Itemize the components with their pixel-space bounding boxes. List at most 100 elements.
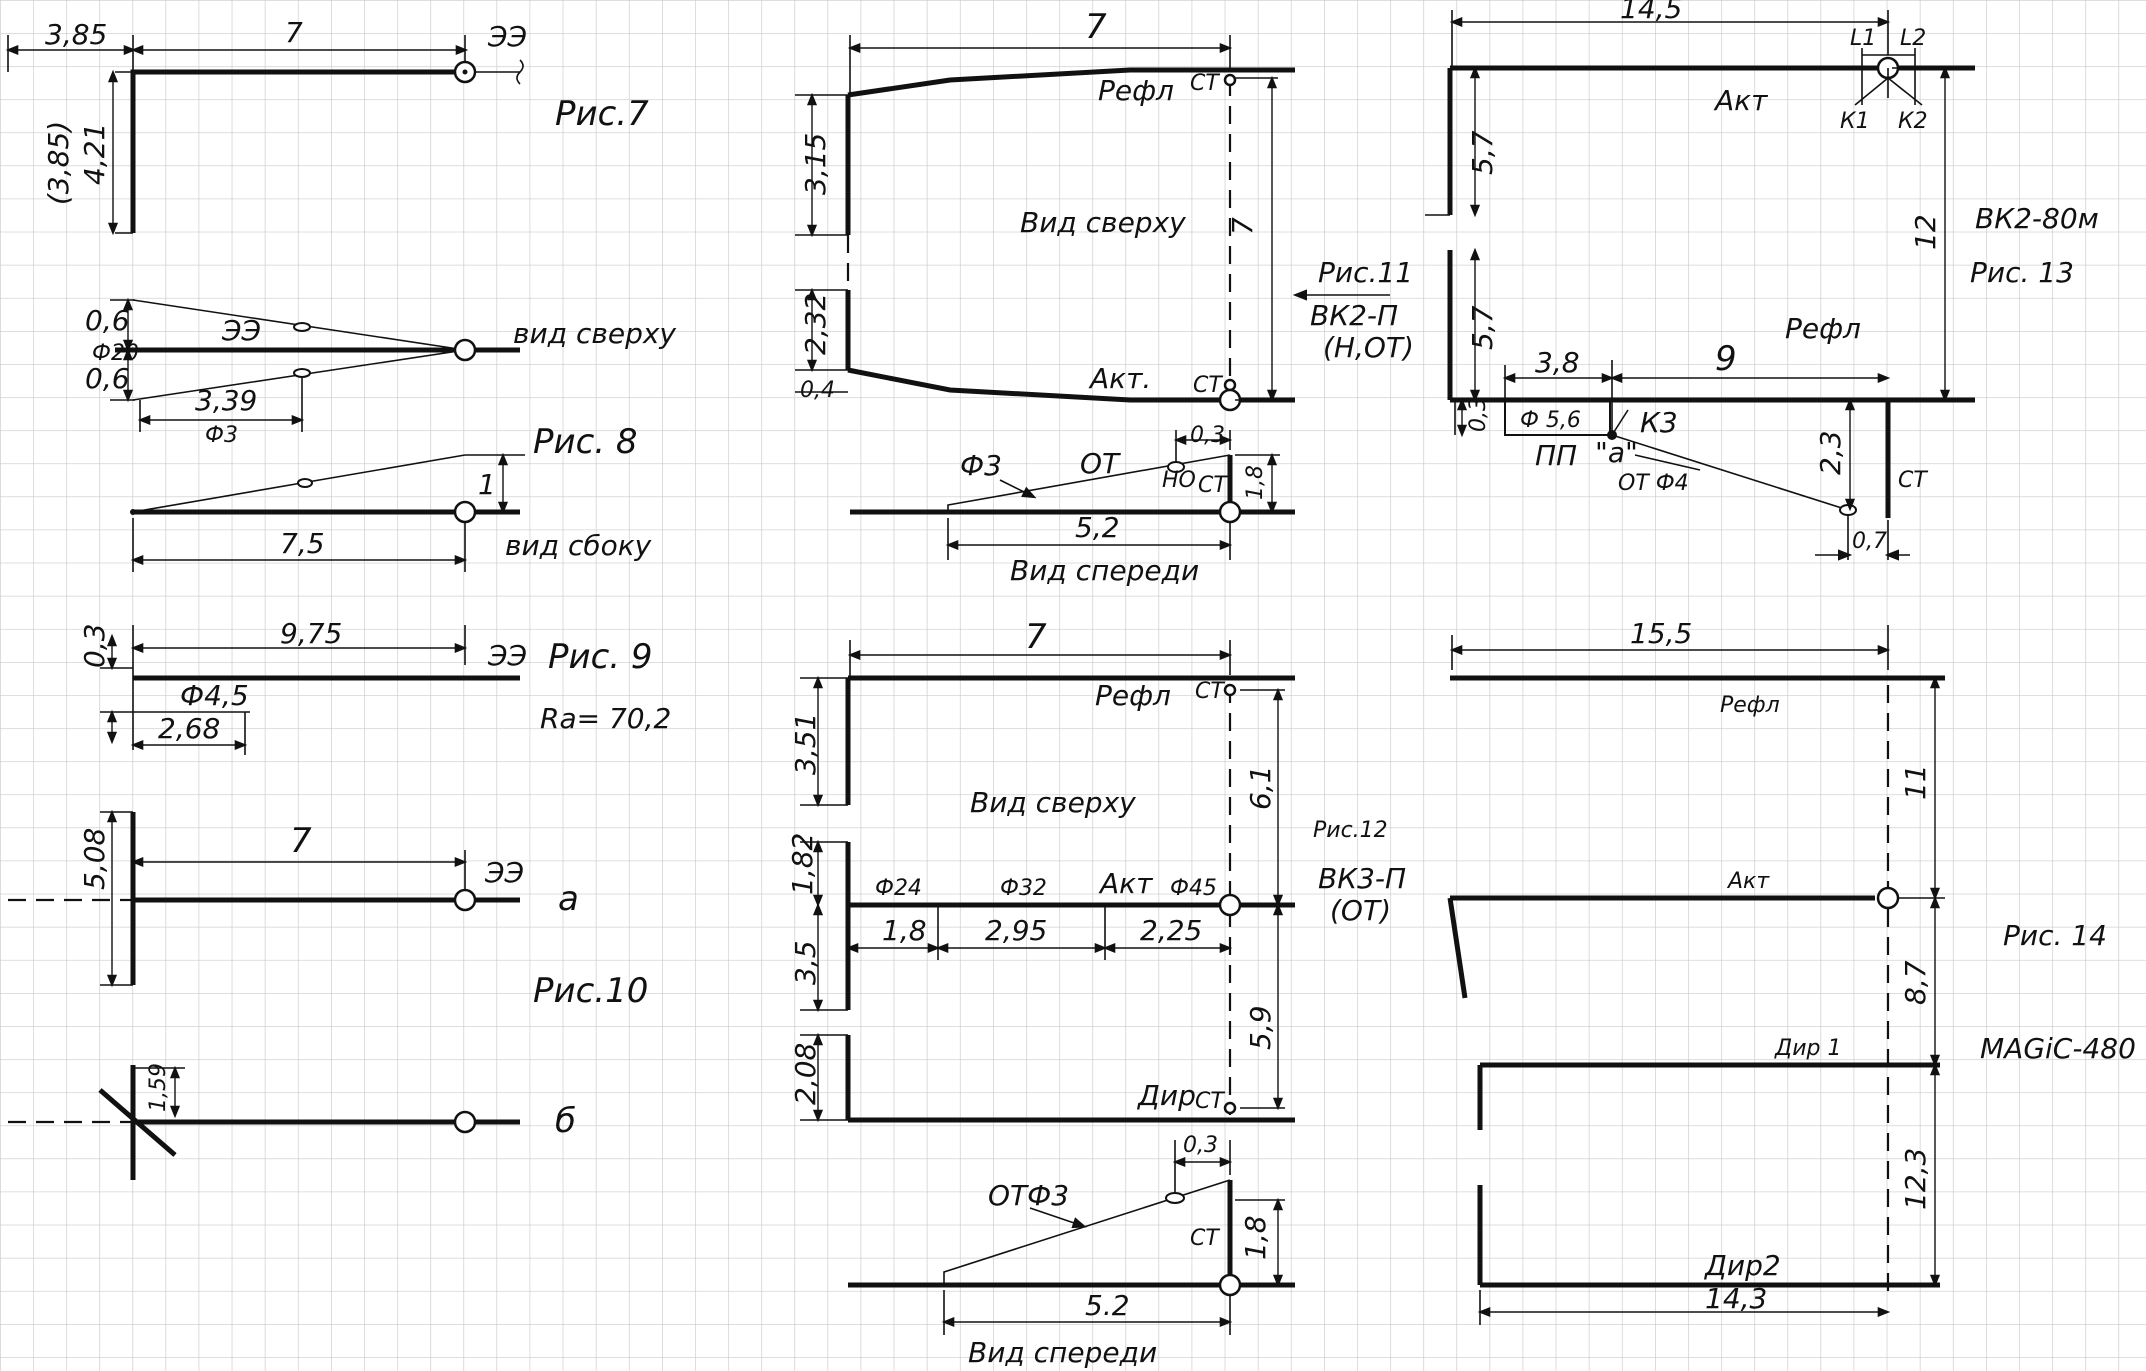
fig12-act: Акт: [1098, 867, 1153, 900]
fig7-dim-top: 7: [285, 16, 303, 49]
fig10-element-label: ЭЭ: [484, 856, 524, 889]
fig13-refl: Рефл: [1785, 312, 1861, 345]
fig11-dim-03: 0,3: [1190, 423, 1225, 448]
figure-9: 0,3 9,75 ЭЭ Ф4,5 2,68 Рис. 9 Ra= 70,2: [78, 617, 671, 755]
fig13-caption: Рис. 13: [1970, 256, 2074, 289]
figure-7: 3,85 7 ЭЭ (3,85) 4,21 Рис.7: [5, 16, 649, 236]
fig13-dim-07: 0,7: [1852, 529, 1887, 554]
fig13-k1: К1: [1840, 109, 1870, 134]
fig10-label-b: б: [555, 1101, 576, 1141]
fig12-dia-45: Ф45: [1170, 876, 1217, 901]
fig12-st-front: СТ: [1190, 1226, 1220, 1251]
fig12-dim-61: 6,1: [1244, 765, 1277, 810]
figure-12: 7 Рефл СТ 3,51 Вид сверху 6,1 1,82 Ф24 Ф…: [786, 617, 1406, 1369]
fig12-ot-dia: ОТФ3: [988, 1179, 1069, 1212]
fig11-dim-232: 2,32: [799, 293, 832, 355]
fig13-dim-23: 2,3: [1814, 430, 1847, 475]
figure-10: 5,08 7 ЭЭ а Рис.10 1,59 б: [8, 809, 648, 1180]
fig13-l2: L2: [1900, 26, 1926, 51]
fig11-act: Акт.: [1088, 362, 1151, 395]
fig12-dir: Дир: [1136, 1079, 1196, 1112]
fig8-view-side: вид сбоку: [505, 529, 652, 562]
fig8-dim-lower: 0,6: [85, 362, 130, 395]
fig11-model: ВК2-П: [1310, 299, 1398, 332]
fig12-model: ВК3-П: [1318, 862, 1406, 895]
fig7-element-label: ЭЭ: [487, 20, 527, 53]
fig13-k3: К3: [1640, 406, 1678, 439]
fig13-point-a: "а": [1595, 436, 1638, 469]
fig12-dim-52: 5.2: [1085, 1289, 1130, 1322]
fig12-dia-24: Ф24: [875, 876, 922, 901]
fig12-dim-59: 5,9: [1244, 1005, 1277, 1050]
fig11-view-top: Вид сверху: [1020, 206, 1186, 239]
fig12-dim-351: 3,51: [789, 713, 822, 775]
fig11-view-front: Вид спереди: [1010, 554, 1199, 587]
fig12-caption: Рис.12: [1313, 818, 1388, 843]
fig13-dim-9: 9: [1715, 339, 1737, 379]
fig14-dim-123: 12,3: [1899, 1148, 1932, 1210]
fig11-dia: Ф3: [960, 449, 1002, 482]
fig13-act: Акт: [1713, 84, 1768, 117]
fig11-ot: ОТ: [1080, 447, 1121, 480]
fig12-dim-18a: 1,8: [882, 914, 927, 947]
fig12-dim-295: 2,95: [985, 914, 1047, 947]
fig10-dim-508: 5,08: [78, 828, 111, 890]
fig12-dim-208: 2,08: [789, 1043, 822, 1105]
fig8-dim-339: 3,39: [195, 384, 257, 417]
fig12-st-top: СТ: [1195, 679, 1225, 704]
fig10-dim-length: 7: [290, 821, 312, 861]
figure-11: 7 Рефл СТ 3,15 Вид сверху 7 2,32 0,4 Акт…: [795, 7, 1414, 587]
fig14-dim-11: 11: [1899, 764, 1932, 800]
fig8-dim-center: Ф20: [92, 341, 139, 366]
fig12-dim-35: 3,5: [789, 940, 822, 985]
fig11-dim-315: 3,15: [799, 133, 832, 195]
fig14-dim-143: 14,3: [1705, 1282, 1767, 1315]
fig14-dir2: Дир2: [1703, 1249, 1781, 1282]
fig10-dim-159: 1,59: [146, 1063, 171, 1112]
fig13-dim-57a: 5,7: [1466, 130, 1499, 175]
figure-13: 14,5 L1 L2 Акт К1 К2 5,7 12 5,7 Рефл 3,8…: [1425, 0, 2099, 561]
fig14-dir1: Дир 1: [1774, 1036, 1841, 1061]
fig8-dia: Ф3: [205, 423, 238, 448]
fig13-dim-length: 14,5: [1620, 0, 1682, 25]
fig11-st-bottom: СТ: [1193, 373, 1223, 398]
fig11-st-front: СТ: [1198, 473, 1228, 498]
fig11-st-top: СТ: [1190, 71, 1220, 96]
fig8-dim-upper: 0,6: [85, 304, 130, 337]
fig11-dim-length: 7: [1085, 7, 1107, 47]
fig11-refl: Рефл: [1098, 74, 1174, 107]
fig13-dim-12: 12: [1909, 214, 1942, 250]
fig7-dim-vertical-alt: (3,85): [42, 121, 75, 205]
fig11-dim-18: 1,8: [1243, 465, 1268, 500]
fig13-ot-dia: ОТ Ф4: [1618, 471, 1689, 496]
fig14-dim-length: 15,5: [1630, 617, 1692, 650]
fig9-caption: Рис. 9: [548, 637, 653, 677]
figure-8: 0,6 Ф20 0,6 ЭЭ 3,39 Ф3 вид сверху 1 7,5 …: [85, 297, 676, 572]
fig14-act: Акт: [1726, 869, 1770, 894]
fig14-model: MAGiC-480: [1980, 1032, 2136, 1065]
fig7-dim-vertical: 4,21: [78, 123, 111, 185]
fig13-k2: К2: [1898, 109, 1928, 134]
fig11-dim-7v: 7: [1226, 217, 1259, 235]
fig10-caption: Рис.10: [533, 971, 648, 1011]
fig9-element-label: ЭЭ: [487, 639, 527, 672]
fig13-st: СТ: [1898, 468, 1928, 493]
fig11-dim-04: 0,4: [800, 378, 835, 403]
fig7-caption: Рис.7: [555, 94, 649, 134]
fig13-model: ВК2-80м: [1975, 202, 2099, 235]
fig13-dim-38: 3,8: [1535, 346, 1580, 379]
fig12-dim-length: 7: [1025, 617, 1047, 657]
fig8-element-label: ЭЭ: [221, 314, 261, 347]
fig13-dia-56: Ф 5,6: [1520, 408, 1581, 433]
fig11-no: НО: [1162, 468, 1196, 493]
fig10-label-a: а: [558, 879, 579, 919]
fig12-view-front: Вид спереди: [968, 1336, 1157, 1369]
fig13-dim-03: 0,3: [1466, 397, 1491, 432]
fig12-dim-03: 0,3: [1183, 1133, 1218, 1158]
fig12-dim-182: 1,82: [786, 833, 819, 895]
fig12-polarization: (ОТ): [1330, 894, 1391, 927]
fig8-caption: Рис. 8: [533, 422, 638, 462]
fig14-refl: Рефл: [1720, 693, 1780, 718]
